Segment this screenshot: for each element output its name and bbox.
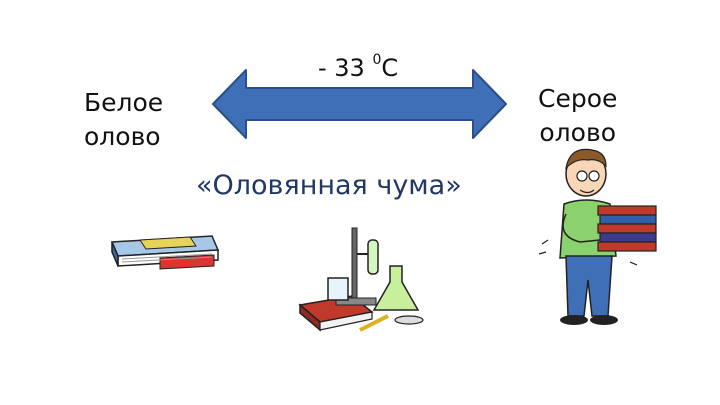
- white-tin-line1: Белое: [84, 88, 164, 117]
- double-arrow: [212, 69, 507, 139]
- books-stack-illustration: [110, 235, 220, 270]
- boy-with-books-illustration: [538, 148, 657, 325]
- temperature-value: - 33: [318, 54, 373, 82]
- gray-tin-line1: Серое: [538, 84, 618, 113]
- gray-tin-line2: олово: [539, 118, 616, 147]
- gray-tin-label: Серое олово: [538, 82, 617, 150]
- temperature-unit: C: [381, 54, 399, 82]
- white-tin-label: Белое олово: [84, 86, 163, 154]
- tin-pest-caption: «Оловянная чума»: [196, 170, 462, 201]
- temperature-degree-mark: 0: [372, 52, 382, 68]
- transition-temperature: - 33 0C: [318, 52, 399, 82]
- lab-equipment-illustration: [298, 227, 424, 332]
- white-tin-line2: олово: [84, 122, 161, 151]
